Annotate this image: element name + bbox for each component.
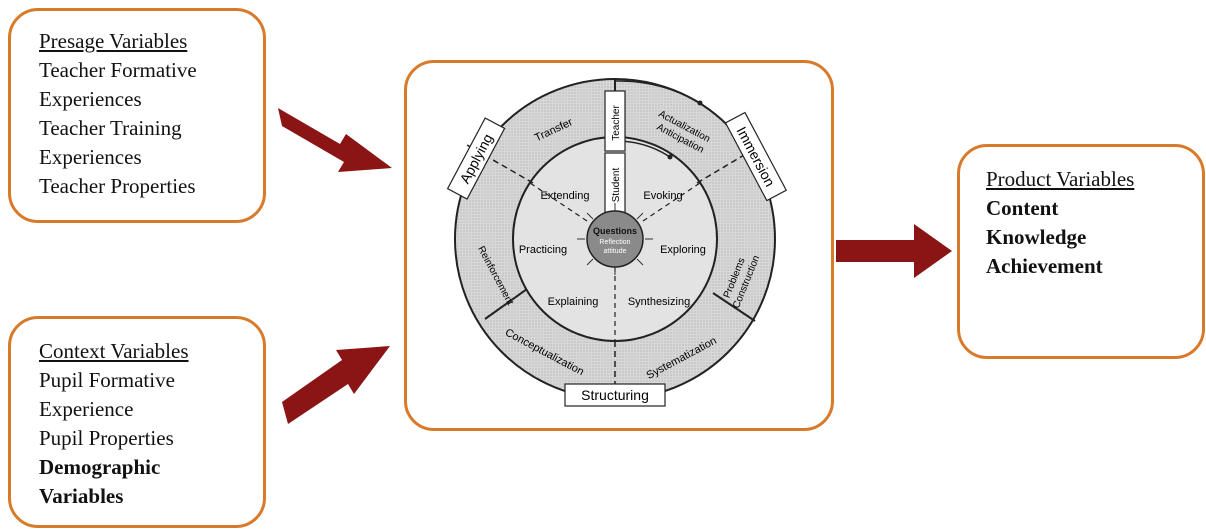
- segment-extending: Extending: [541, 190, 590, 202]
- teaching-model-wheel: Teacher Student Transfer Actualization A…: [446, 78, 788, 407]
- phase-structuring: Structuring: [581, 387, 649, 403]
- arrow-presage-to-model: [278, 108, 392, 172]
- segment-exploring: Exploring: [660, 244, 706, 256]
- core-reflection: Reflection: [599, 239, 630, 246]
- context-line-3: Pupil Properties: [39, 426, 174, 450]
- presage-line-5: Teacher Properties: [39, 174, 196, 198]
- core-attitude: attitude: [604, 248, 627, 255]
- context-line-1: Pupil Formative: [39, 368, 175, 392]
- arrow-context-to-model: [282, 346, 390, 424]
- context-variables-box: Context Variables Pupil Formative Experi…: [8, 316, 266, 528]
- product-header: Product Variables: [986, 167, 1135, 191]
- core-questions: Questions: [593, 226, 637, 236]
- context-bold-line-2: Variables: [39, 484, 124, 508]
- role-teacher: Teacher: [611, 105, 622, 141]
- core-circle: [586, 210, 644, 268]
- role-student: Student: [611, 168, 622, 203]
- context-line-2: Experience: [39, 397, 134, 421]
- presage-line-1: Teacher Formative: [39, 58, 197, 82]
- presage-variables-box: Presage Variables Teacher Formative Expe…: [8, 8, 266, 223]
- segment-practicing: Practicing: [519, 244, 567, 256]
- segment-evoking: Evoking: [643, 190, 682, 202]
- segment-synthesizing: Synthesizing: [628, 296, 690, 308]
- arrow-model-to-product: [836, 224, 952, 278]
- product-bold-line-3: Achievement: [986, 254, 1103, 278]
- context-header: Context Variables: [39, 339, 189, 363]
- presage-header: Presage Variables: [39, 29, 188, 53]
- teaching-model-box: Teacher Student Transfer Actualization A…: [404, 60, 834, 431]
- product-bold-line-1: Content: [986, 196, 1059, 220]
- product-bold-line-2: Knowledge: [986, 225, 1087, 249]
- presage-line-2: Experiences: [39, 87, 142, 111]
- product-variables-box: Product Variables Content Knowledge Achi…: [957, 144, 1205, 359]
- presage-line-4: Experiences: [39, 145, 142, 169]
- context-bold-line-1: Demographic: [39, 455, 161, 479]
- presage-line-3: Teacher Training: [39, 116, 182, 140]
- segment-explaining: Explaining: [548, 296, 599, 308]
